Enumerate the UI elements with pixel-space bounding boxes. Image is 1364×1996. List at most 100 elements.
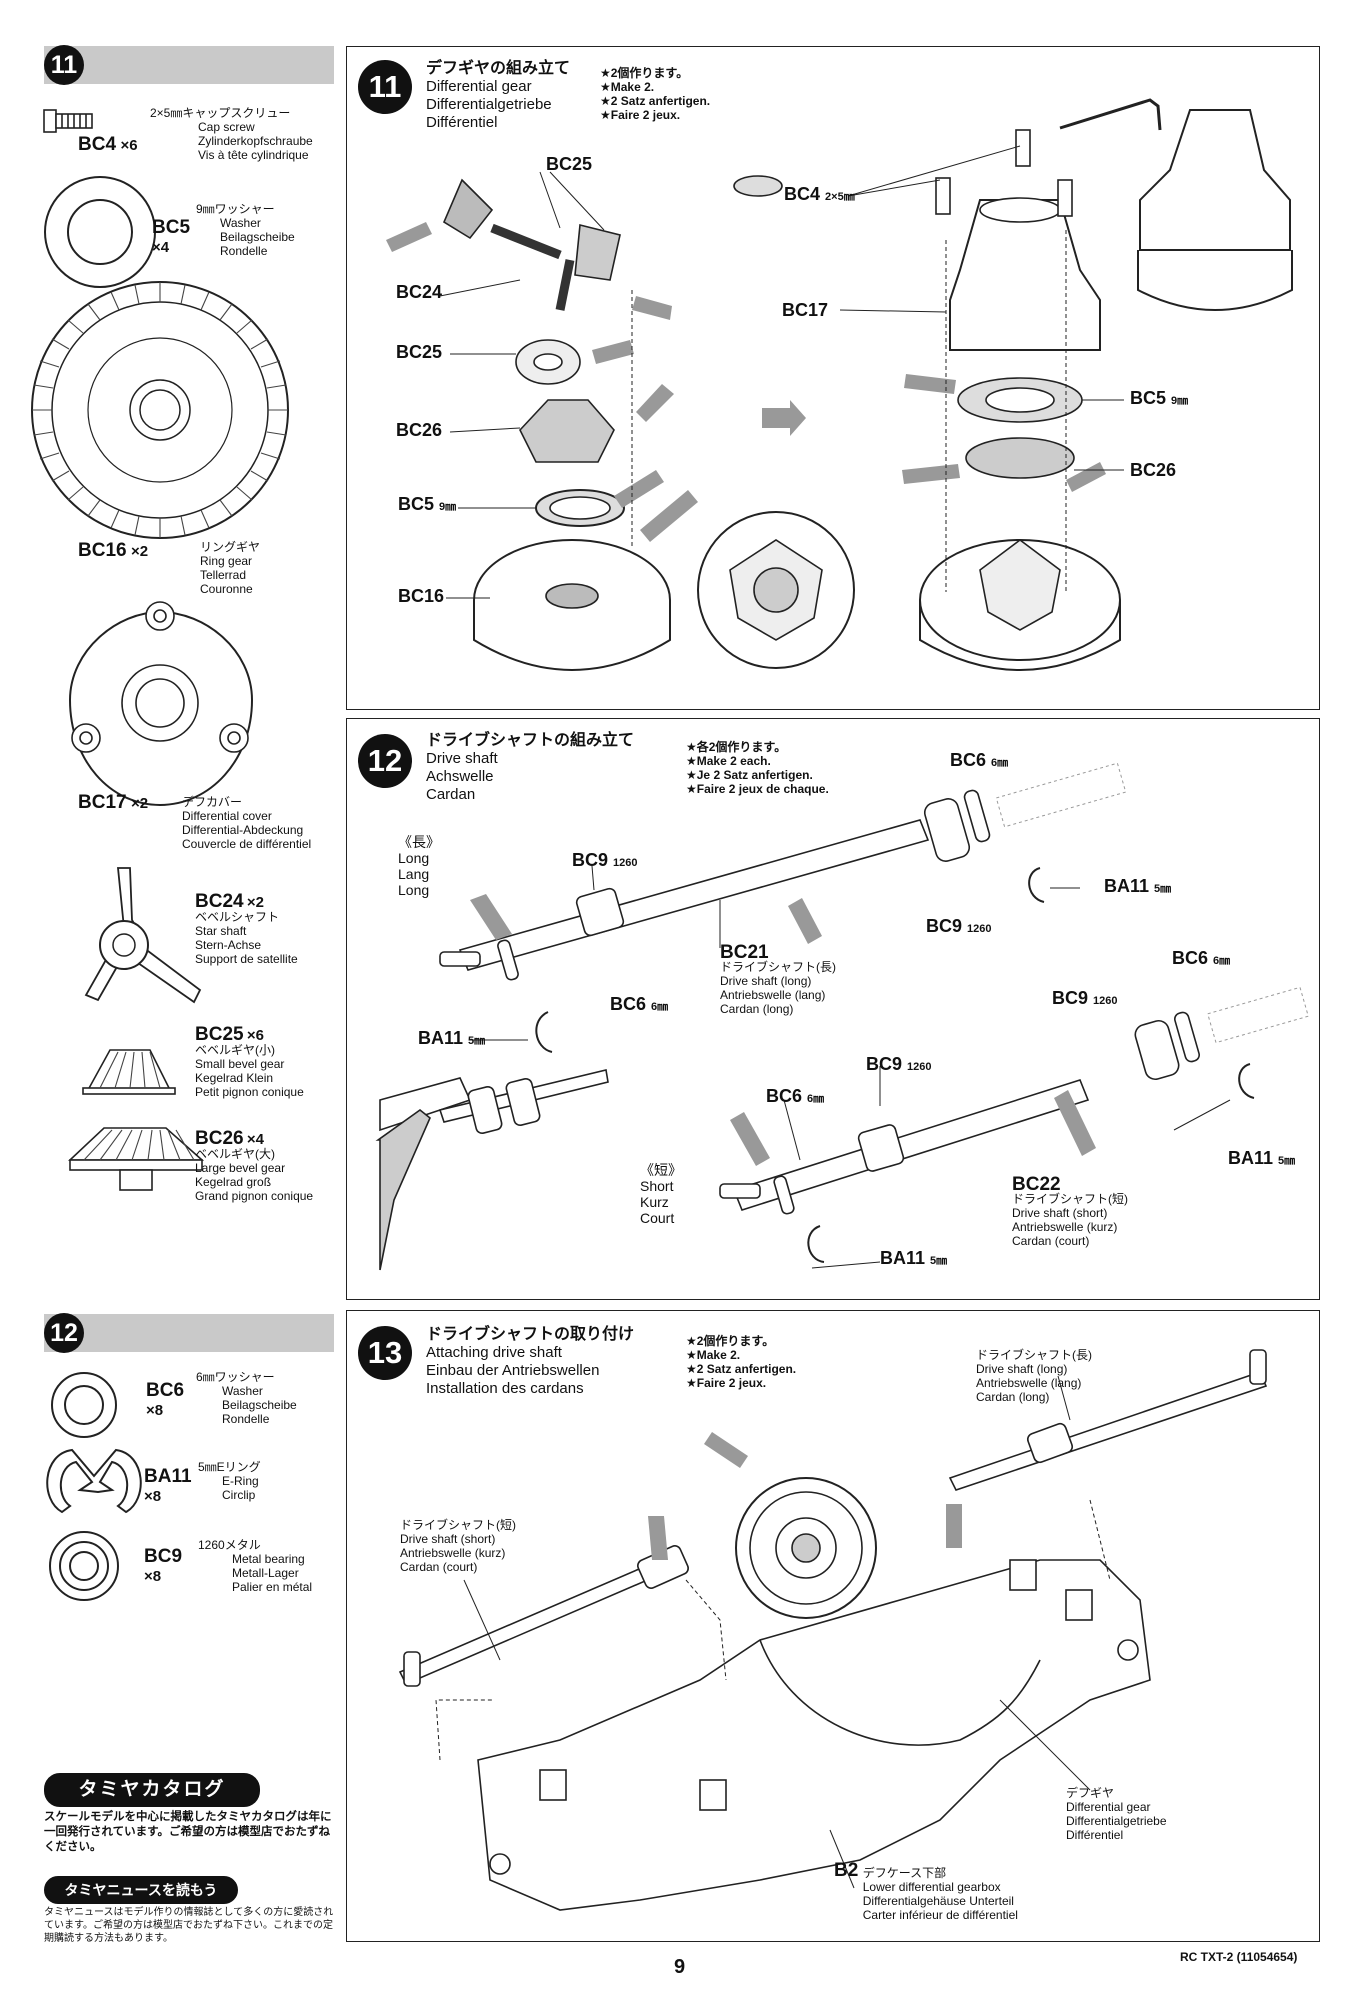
- desc-de: Differential-Abdeckung: [182, 823, 304, 837]
- diff-ja: デフギヤ: [1066, 1786, 1115, 1800]
- desc-de: Metall-Lager: [232, 1566, 299, 1580]
- bc22-de: Antriebswelle (kurz): [1012, 1220, 1118, 1234]
- desc-ja: 9㎜ワッシャー: [196, 202, 275, 216]
- part-qty: ×8: [144, 1568, 162, 1585]
- label-bc4: BC4 2×5㎜: [784, 184, 855, 205]
- size: 6㎜: [1213, 955, 1231, 967]
- desc-en: Washer: [222, 1384, 263, 1398]
- b2-de: Differentialgehäuse Unterteil: [862, 1894, 1014, 1908]
- step12-badge: 12: [358, 734, 412, 788]
- desc-fr: Couronne: [200, 582, 253, 596]
- desc-en: E-Ring: [222, 1474, 259, 1488]
- title-en: Attaching drive shaft: [426, 1344, 562, 1361]
- code: BA11: [418, 1028, 464, 1048]
- step13-b2-label: B2 デフケース下部 Lower differential gearbox Di…: [834, 1860, 1018, 1922]
- code: BC9: [866, 1054, 903, 1074]
- diff-de: Differentialgetriebe: [1066, 1814, 1167, 1828]
- bc22-code: BC22: [1012, 1174, 1061, 1195]
- label-bc6-short-right: BC6 6㎜: [1172, 948, 1230, 969]
- step13-long-label: ドライブシャフト(長) Drive shaft (long) Antriebsw…: [976, 1348, 1092, 1404]
- title-de: Achswelle: [426, 768, 494, 785]
- label-bc24: BC24: [396, 282, 443, 302]
- label-ba11-long-right: BA11 5㎜: [1104, 876, 1171, 897]
- step11-note: ★2個作ります。 ★Make 2. ★2 Satz anfertigen. ★F…: [600, 66, 710, 122]
- title-ja: デフギヤの組み立て: [426, 60, 571, 77]
- desc-fr: Grand pignon conique: [195, 1189, 314, 1203]
- part-bc17-desc: デフカバー Differential cover Differential-Ab…: [182, 795, 311, 851]
- label-bc5-code: BC5: [1130, 388, 1167, 408]
- part-bc9-desc: 1260メタル Metal bearing Metall-Lager Palie…: [198, 1538, 312, 1594]
- b2-en: Lower differential gearbox: [862, 1880, 1001, 1894]
- title-en: Drive shaft: [426, 750, 498, 767]
- part-qty: ×2: [131, 795, 149, 812]
- note-de: ★2 Satz anfertigen.: [686, 1362, 797, 1376]
- size: 5㎜: [1278, 1155, 1296, 1167]
- desc-de: Tellerrad: [200, 568, 247, 582]
- label-ba11-short-right: BA11 5㎜: [1228, 1148, 1295, 1169]
- part-bc6-desc: 6㎜ワッシャー Washer Beilagscheibe Rondelle: [196, 1370, 297, 1426]
- code: BC6: [610, 994, 647, 1014]
- size: 6㎜: [991, 757, 1009, 769]
- step13-badge: 13: [358, 1326, 412, 1380]
- label-bc17: BC17: [782, 300, 829, 320]
- note-ja: ★2個作ります。: [600, 66, 689, 80]
- desc-ja: デフカバー: [182, 795, 243, 809]
- code: BA11: [880, 1248, 926, 1268]
- step13-note: ★2個作ります。 ★Make 2. ★2 Satz anfertigen. ★F…: [686, 1334, 796, 1390]
- label-bc4-code: BC4: [784, 184, 821, 204]
- diff-fr: Différentiel: [1066, 1828, 1124, 1842]
- label-bc16: BC16: [398, 586, 445, 606]
- label-ba11-long-left: BA11 5㎜: [418, 1028, 485, 1049]
- desc-de: Beilagscheibe: [222, 1398, 297, 1412]
- short-label: 《短》 Short Kurz Court: [640, 1162, 682, 1226]
- part-bc16: BC16 ×2: [78, 540, 148, 562]
- title-de: Differentialgetriebe: [426, 96, 552, 113]
- part-qty: ×8: [144, 1488, 162, 1505]
- long-fr: Long: [398, 882, 430, 898]
- desc-ja: 2×5㎜キャップスクリュー: [150, 106, 291, 120]
- bc22-ja: ドライブシャフト(短): [1012, 1192, 1128, 1206]
- size: 5㎜: [1154, 883, 1172, 895]
- catalog-text: スケールモデルを中心に掲載したタミヤカタログは年に一回発行されています。ご希望の…: [44, 1811, 332, 1853]
- bc22-label: BC22 ドライブシャフト(短) Drive shaft (short) Ant…: [1012, 1174, 1128, 1248]
- short-fr: Cardan (court): [400, 1560, 478, 1574]
- step11-parts-header: [44, 46, 334, 84]
- part-code: BC25: [195, 1024, 244, 1045]
- desc-fr: Palier en métal: [232, 1580, 313, 1594]
- note-fr: ★Faire 2 jeux de chaque.: [686, 782, 829, 796]
- step11-badge: 11: [358, 60, 412, 114]
- desc-fr: Support de satellite: [195, 952, 298, 966]
- part-code: BC26: [195, 1128, 244, 1149]
- size: 1260: [907, 1061, 932, 1073]
- part-bc5-desc: 9㎜ワッシャー Washer Beilagscheibe Rondelle: [196, 202, 295, 258]
- long-ja: 《長》: [398, 834, 440, 850]
- title-de: Einbau der Antriebswellen: [426, 1362, 600, 1379]
- b2-code: B2: [834, 1860, 859, 1881]
- short-fr: Court: [640, 1210, 675, 1226]
- long-en: Long: [398, 850, 430, 866]
- label-bc5-size: 9㎜: [1171, 395, 1189, 407]
- step12-parts-badge: 12: [44, 1313, 84, 1353]
- bc22-en: Drive shaft (short): [1012, 1206, 1108, 1220]
- short-en: Short: [640, 1178, 674, 1194]
- step12-title: ドライブシャフトの組み立て Drive shaft Achswelle Card…: [426, 732, 634, 804]
- short-ja: 《短》: [640, 1162, 682, 1178]
- note-en: ★Make 2.: [686, 1348, 741, 1362]
- long-label: 《長》 Long Lang Long: [398, 834, 440, 898]
- long-en: Drive shaft (long): [976, 1362, 1068, 1376]
- label-bc5: BC5 9㎜: [398, 494, 456, 515]
- desc-ja: 6㎜ワッシャー: [196, 1370, 275, 1384]
- short-de: Antriebswelle (kurz): [400, 1546, 506, 1560]
- step11-title: デフギヤの組み立て Differential gear Differential…: [426, 60, 570, 132]
- label-bc25-top: BC25: [546, 154, 593, 174]
- short-de: Kurz: [640, 1194, 669, 1210]
- part-bc17: BC17 ×2: [78, 792, 148, 814]
- size: 5㎜: [468, 1035, 486, 1047]
- size: 5㎜: [930, 1255, 948, 1267]
- label-bc9-long-right: BC9 1260: [926, 916, 992, 937]
- part-qty: ×8: [146, 1402, 164, 1419]
- short-ja: ドライブシャフト(短): [400, 1518, 516, 1532]
- note-ja: ★各2個作ります。: [686, 740, 787, 754]
- part-code: BC24: [195, 891, 244, 912]
- desc-de: Kegelrad groß: [195, 1175, 272, 1189]
